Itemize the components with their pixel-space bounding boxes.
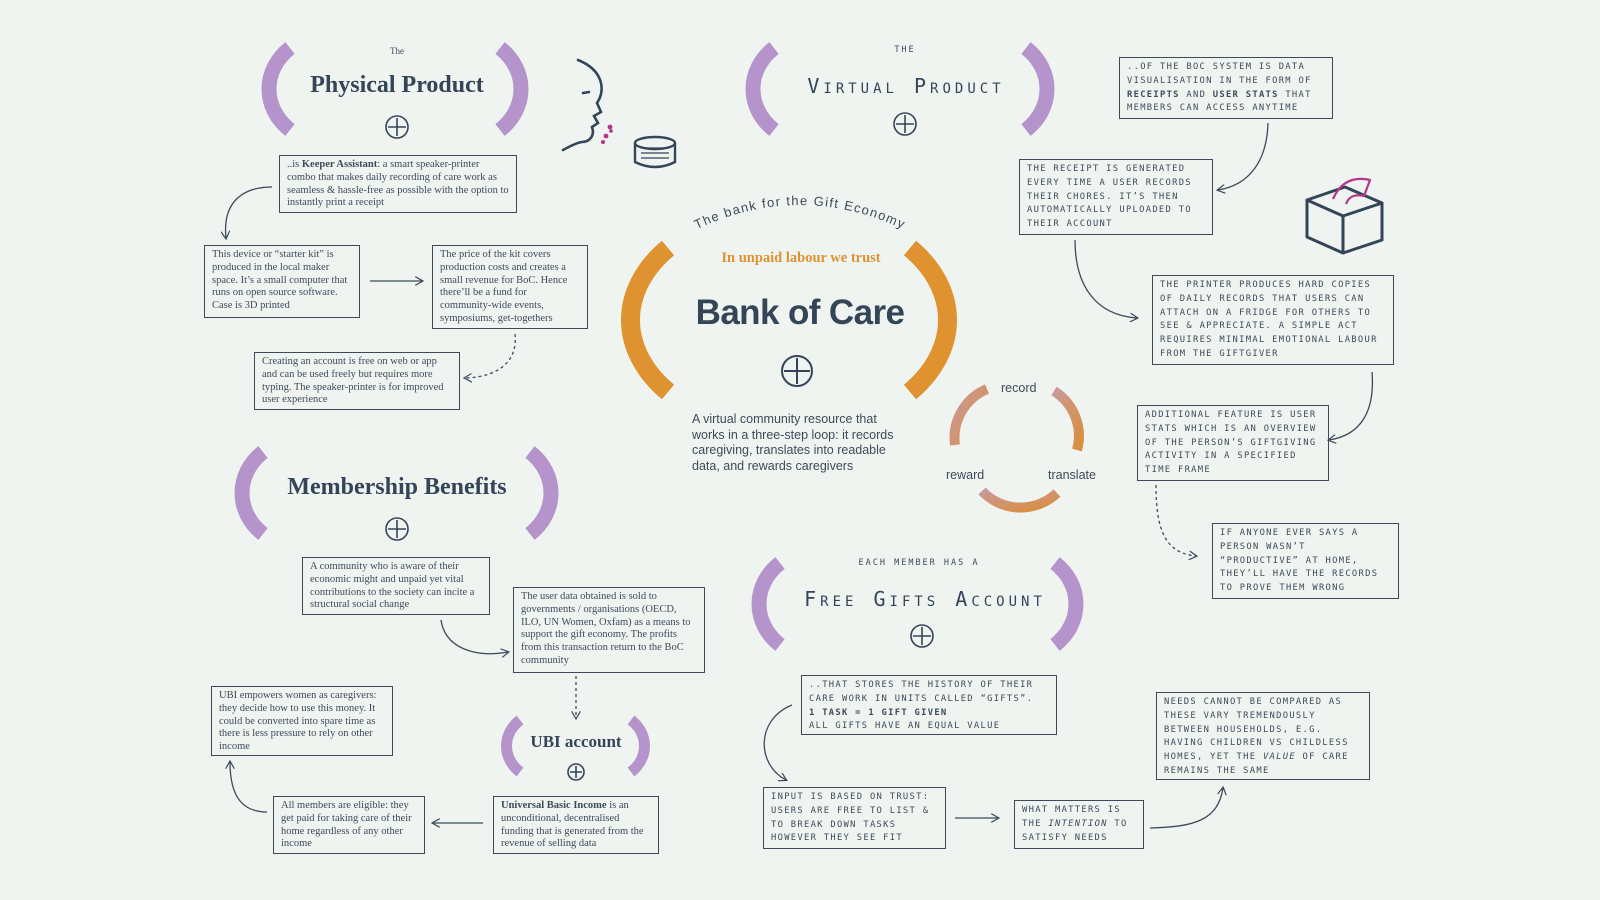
physical-box-price: The price of the kit covers production c… (432, 245, 588, 329)
gifts-box-input-trust: Input is based on trust: users are free … (763, 787, 946, 849)
virtual-box-data-visualisation: ..of the BoC system is data visualisatio… (1119, 57, 1333, 119)
virtual-box-receipt: The receipt is generated every time a us… (1019, 159, 1213, 235)
bracket-right-virtual (1021, 42, 1055, 136)
bracket-right-center (903, 240, 957, 400)
bracket-left-physical (261, 42, 295, 136)
loop-label-reward: reward (946, 468, 985, 482)
virtual-product-title: Virtual Product (807, 74, 1005, 98)
bracket-left-membership (234, 446, 268, 540)
virtual-box-records-proof: If anyone ever says a person wasn’t “pro… (1212, 523, 1399, 599)
ubi-box-universal-basic-income: Universal Basic Income is an uncondition… (493, 796, 659, 854)
gifts-pre-label: EACH MEMBER HAS A (858, 558, 980, 568)
free-gifts-account-title: Free Gifts Account (804, 587, 1046, 611)
virtual-box-printer: The printer produces hard copies of dail… (1152, 275, 1394, 365)
ubi-box-eligibility: All members are eligible: they get paid … (273, 796, 425, 854)
bracket-right-membership (525, 446, 559, 540)
center-tagline: In unpaid labour we trust (721, 250, 881, 266)
membership-box-community: A community who is aware of their econom… (302, 557, 490, 615)
plus-icon (385, 112, 934, 781)
physical-box-starter-kit: This device or “starter kit” is produced… (204, 245, 360, 318)
bracket-left-center (621, 240, 675, 400)
ubi-account-title: UBI account (530, 732, 622, 751)
center-arc-text: The bank for the Gift Economy (692, 193, 909, 232)
physical-pre-label: The (390, 46, 404, 56)
gifts-box-needs: Needs cannot be compared as these vary t… (1156, 692, 1370, 780)
loop-label-record: record (1001, 381, 1037, 395)
membership-box-user-data: The user data obtained is sold to govern… (513, 587, 705, 673)
bracket-left-virtual (745, 42, 779, 136)
membership-benefits-title: Membership Benefits (287, 474, 507, 500)
bracket-right-physical (495, 42, 529, 136)
voice-dots-icon (601, 124, 613, 144)
bracket-left-ubi (501, 715, 524, 777)
virtual-box-user-stats: Additional feature is user stats which i… (1137, 405, 1329, 481)
receipt-box-icon (1305, 185, 1384, 255)
bracket-left-gifts (751, 557, 785, 651)
loop-label-translate: translate (1048, 468, 1096, 482)
center-title: Bank of Care (695, 293, 905, 332)
record-translate-reward-loop (949, 384, 1084, 513)
physical-box-account: Creating an account is free on web or ap… (254, 352, 460, 410)
speaker-printer-icon (633, 135, 677, 169)
speaking-face-icon (561, 58, 603, 152)
physical-box-keeper: ..is Keeper Assistant: a smart speaker-p… (279, 155, 517, 213)
ubi-box-empowers-women: UBI empowers women as caregivers: they d… (211, 686, 393, 756)
physical-product-title: Physical Product (310, 72, 484, 98)
virtual-pre-label: THE (894, 45, 916, 55)
gifts-box-history: ..that stores the history of their care … (801, 675, 1057, 735)
bracket-right-ubi (627, 715, 650, 777)
connector-arrows (226, 122, 1374, 829)
gifts-box-intention: What matters is the intention to satisfy… (1014, 800, 1144, 849)
receipt-paper-icon (1331, 177, 1372, 205)
center-description: A virtual community resource that works … (692, 412, 894, 473)
bracket-right-gifts (1050, 557, 1084, 651)
